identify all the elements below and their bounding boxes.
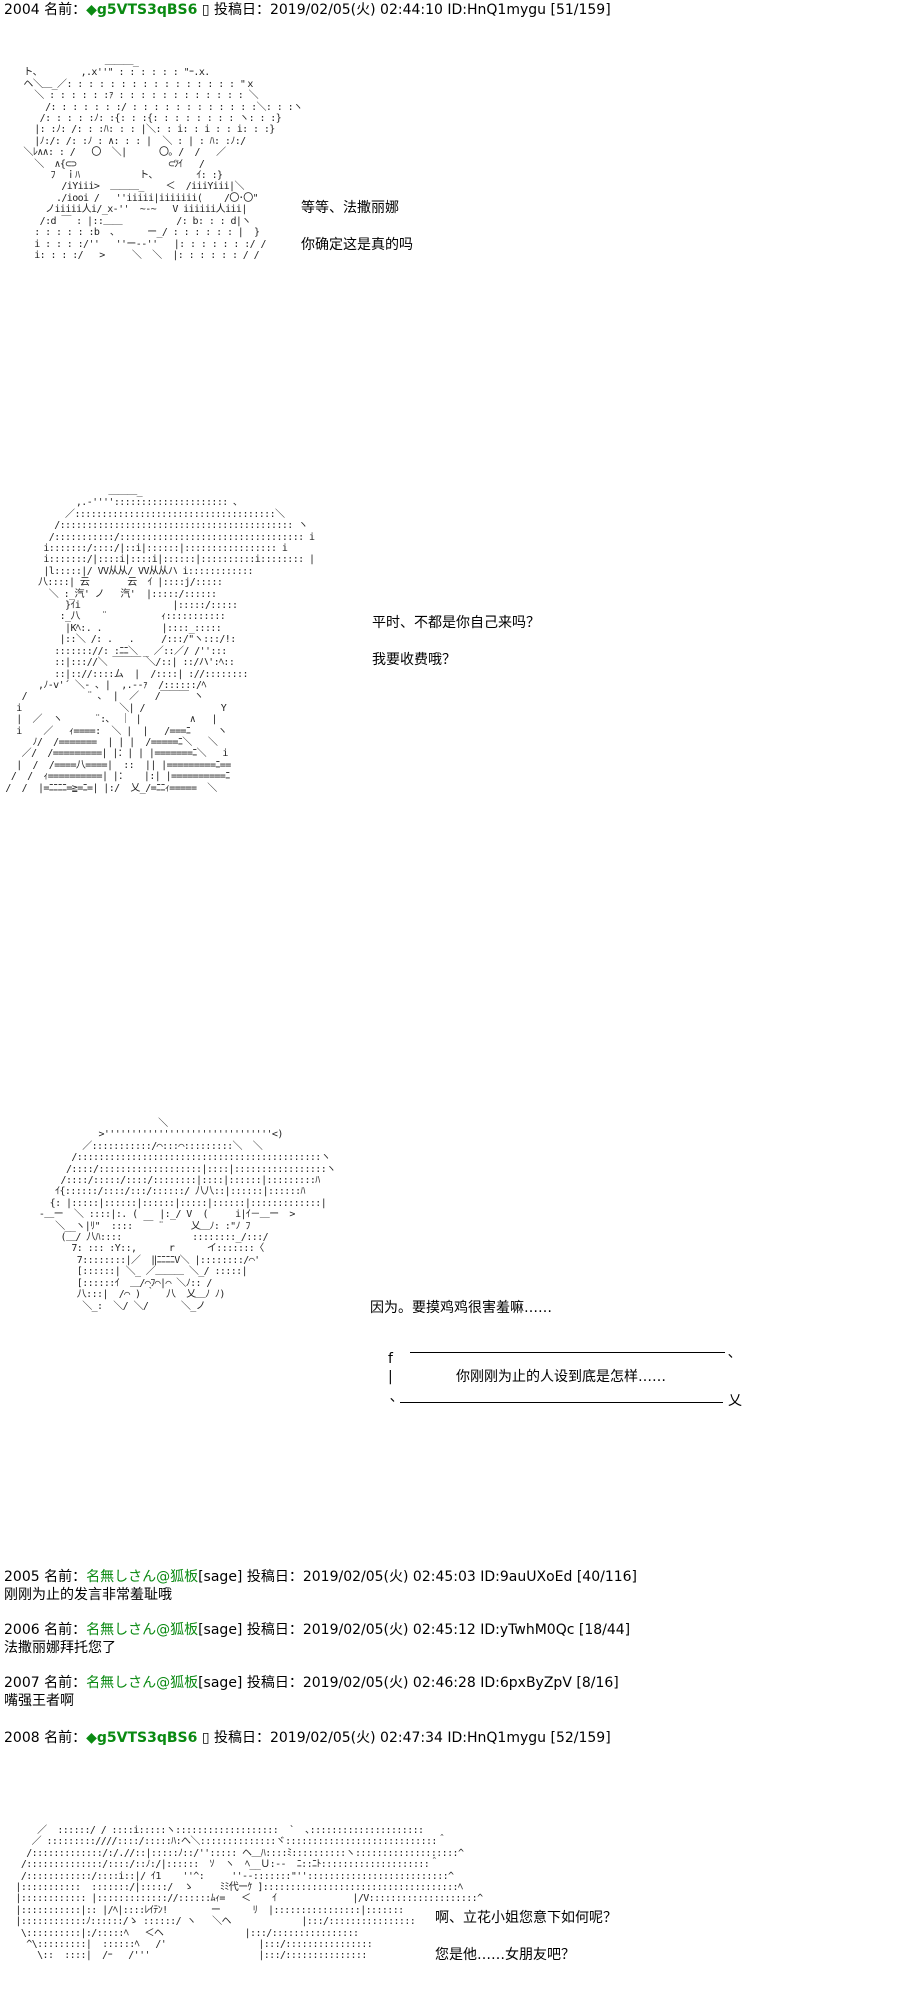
post-counter: [51/159]	[550, 2, 611, 18]
post-header-2004: 2004 名前：◆g5VTS3qBS6 ▯ 投稿日：2019/02/05(火) …	[4, 1, 611, 19]
post-header-2007: 2007 名前：名無しさん@狐板[sage] 投稿日：2019/02/05(火)…	[4, 1674, 619, 1692]
box-left-edge: |	[388, 1369, 393, 1385]
post-date: 投稿日：2019/02/05(火) 02:44:10	[213, 2, 443, 18]
name-label: 名前：	[44, 1569, 87, 1585]
checkbox-icon[interactable]: ▯	[201, 2, 210, 18]
post-body-2005: 刚刚为止的发言非常羞耻哦	[4, 1587, 172, 1603]
box-bottom-border	[400, 1402, 723, 1403]
post-number[interactable]: 2007	[4, 1675, 40, 1691]
poster-name: 名無しさん@狐板	[86, 1622, 199, 1638]
poster-name: ◆g5VTS3qBS6	[86, 2, 198, 18]
post-id[interactable]: ID:HnQ1mygu	[447, 2, 547, 18]
post-date: 投稿日：2019/02/05(火) 02:45:12	[246, 1622, 476, 1638]
post-id[interactable]: ID:yTwhM0Qc	[480, 1622, 575, 1638]
post-counter: [40/116]	[576, 1569, 638, 1585]
ascii-art-scene4: ／ ::::::/ / ::::i:::::ヽ:::::::::::::::::…	[15, 1825, 483, 1962]
post-number[interactable]: 2006	[4, 1622, 40, 1638]
name-label: 名前：	[44, 1622, 87, 1638]
dialogue-line: 我要收费哦？	[372, 652, 456, 668]
post-counter: [18/44]	[578, 1622, 631, 1638]
post-number[interactable]: 2004	[4, 2, 40, 18]
post-header-2006: 2006 名前：名無しさん@狐板[sage] 投稿日：2019/02/05(火)…	[4, 1621, 630, 1639]
ascii-art-scene1: ＿＿＿_ ト､ ,.x''" : : : : : : "ｰ.x. ヘ＼＿_／: …	[23, 56, 303, 261]
post-id[interactable]: ID:6pxByZpV	[480, 1675, 572, 1691]
dialogue-line: 平时、不都是你自己来吗？	[372, 615, 540, 631]
checkbox-icon[interactable]: ▯	[201, 1730, 210, 1746]
sage-tag: [sage]	[198, 1675, 243, 1691]
dialogue-line: 等等、法撒丽娜	[301, 200, 399, 216]
poster-name: 名無しさん@狐板	[86, 1675, 199, 1691]
post-counter: [8/16]	[576, 1675, 619, 1691]
box-dialogue: 你刚刚为止的人设到底是怎样……	[456, 1369, 666, 1385]
poster-name: 名無しさん@狐板	[86, 1569, 199, 1585]
post-id[interactable]: ID:9auUXoEd	[480, 1569, 573, 1585]
ascii-art-scene3: ＼ >'''''''''''''''''''''''''''''''<) ／::…	[38, 1118, 336, 1312]
post-date: 投稿日：2019/02/05(火) 02:47:34	[213, 1730, 443, 1746]
post-date: 投稿日：2019/02/05(火) 02:45:03	[246, 1569, 476, 1585]
post-number[interactable]: 2008	[4, 1730, 40, 1746]
box-corner: 乂	[728, 1393, 742, 1409]
poster-name: ◆g5VTS3qBS6	[86, 1730, 198, 1746]
post-header-2005: 2005 名前：名無しさん@狐板[sage] 投稿日：2019/02/05(火)…	[4, 1568, 637, 1586]
post-body-2006: 法撒丽娜拜托您了	[4, 1640, 116, 1656]
box-left-edge: ､	[390, 1389, 397, 1405]
name-label: 名前：	[44, 2, 87, 18]
dialogue-line: 你确定这是真的吗	[301, 237, 413, 253]
box-corner: ､	[728, 1345, 735, 1361]
post-number[interactable]: 2005	[4, 1569, 40, 1585]
ascii-art-scene2: ＿＿＿_ ,.-''''::::::::::::::::::::: ､ ／:::…	[5, 486, 315, 794]
post-date: 投稿日：2019/02/05(火) 02:46:28	[246, 1675, 476, 1691]
sage-tag: [sage]	[198, 1622, 243, 1638]
post-counter: [52/159]	[550, 1730, 611, 1746]
dialogue-line: 啊、立花小姐您意下如何呢？	[435, 1910, 617, 1926]
box-left-edge: f	[388, 1351, 393, 1367]
dialogue-line: 因为。要摸鸡鸡很害羞嘛……	[370, 1300, 552, 1316]
sage-tag: [sage]	[198, 1569, 243, 1585]
post-id[interactable]: ID:HnQ1mygu	[447, 1730, 547, 1746]
name-label: 名前：	[44, 1675, 87, 1691]
post-body-2007: 嘴强王者啊	[4, 1693, 74, 1709]
box-top-border	[410, 1352, 725, 1353]
name-label: 名前：	[44, 1730, 87, 1746]
dialogue-line: 您是他……女朋友吧？	[435, 1947, 575, 1963]
post-header-2008: 2008 名前：◆g5VTS3qBS6 ▯ 投稿日：2019/02/05(火) …	[4, 1729, 611, 1747]
